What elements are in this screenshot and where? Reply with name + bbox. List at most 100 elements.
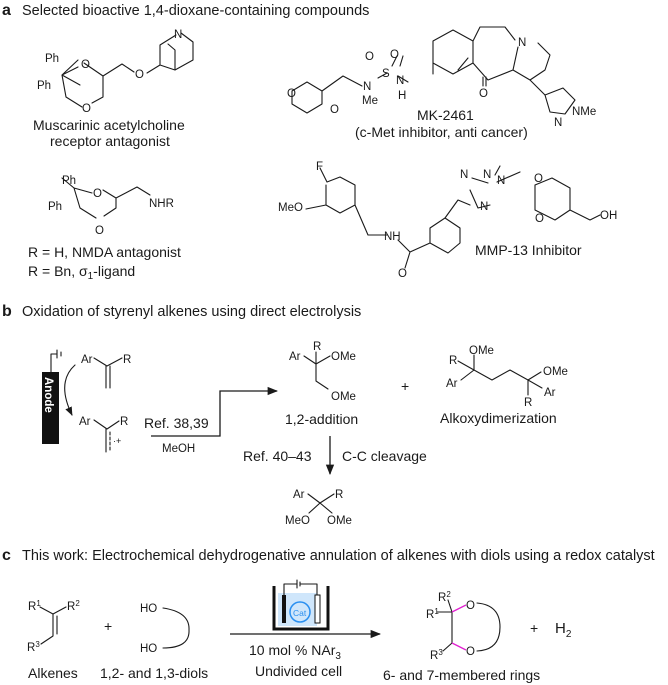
atom-label: R xyxy=(123,354,131,366)
compound-caption: R = H, NMDA antagonist xyxy=(28,244,181,260)
working-electrode xyxy=(282,595,286,623)
ring-arc xyxy=(476,602,501,652)
atom-label: N xyxy=(460,169,468,181)
radical-cation-bonds xyxy=(93,419,120,453)
alkene-reactant: R1 R2 R3 Alkenes xyxy=(27,599,80,681)
atom-label: Ph xyxy=(45,53,59,65)
panel-b-title: Oxidation of styrenyl alkenes using dire… xyxy=(22,304,361,320)
reference-label: Ref. 38,39 xyxy=(144,415,209,431)
atom-label: O xyxy=(398,268,407,280)
tricycle-bonds xyxy=(377,26,551,96)
atom-label: OMe xyxy=(469,345,494,357)
compound-caption: receptor antagonist xyxy=(50,133,170,149)
anode-label: Anode xyxy=(42,377,54,413)
step1-arrow-group: Ref. 38,39 MeOH xyxy=(144,386,279,455)
tetrazole-dioxane-bonds xyxy=(469,165,601,221)
atom-label: O xyxy=(365,51,374,63)
conditions-line1: 10 mol % NAr3 xyxy=(249,642,341,662)
panel-a-title: Selected bioactive 1,4-dioxane-containin… xyxy=(22,3,369,19)
atom-label: N xyxy=(363,81,371,93)
atom-label: R2 xyxy=(67,599,80,613)
diol-arc xyxy=(162,607,190,649)
counter-electrode xyxy=(314,594,321,624)
atom-label: R3 xyxy=(430,648,443,662)
atom-label: MeO xyxy=(278,202,303,214)
product-dioxacycle: R2 R1 R3 O O 6- and 7-membered rings xyxy=(383,590,540,683)
compound-caption: Muscarinic acetylcholine xyxy=(33,117,185,133)
dioxane-bonds xyxy=(61,59,135,108)
compound-caption: MMP-13 Inhibitor xyxy=(475,242,582,258)
atom-label: HO xyxy=(140,643,157,655)
dioxane-bonds xyxy=(291,75,363,114)
atom-label: O xyxy=(534,173,543,185)
plus-sign: + xyxy=(104,618,112,634)
plus-sign: + xyxy=(401,378,409,394)
catalyst-label: Cat xyxy=(293,608,307,618)
atom-label: Ph xyxy=(37,80,51,92)
acetal-bonds xyxy=(307,493,335,514)
atom-label: O xyxy=(287,88,296,100)
panel-a: a Selected bioactive 1,4-dioxane-contain… xyxy=(2,2,617,282)
atom-label: O xyxy=(535,213,544,225)
atom-label: O xyxy=(135,69,144,81)
atom-label: F xyxy=(316,161,323,173)
atom-label: MeO xyxy=(285,515,310,527)
reference-label: Ref. 40–43 xyxy=(243,448,312,464)
atom-label: R1 xyxy=(426,607,439,621)
panel-c-letter: c xyxy=(2,547,11,564)
atom-label: NHR xyxy=(149,198,174,210)
pyrazole-bonds xyxy=(544,87,576,115)
atom-label: Ar xyxy=(79,416,91,428)
atom-label: O xyxy=(81,59,90,71)
atom-label: O xyxy=(479,88,488,100)
atom-label: Ar xyxy=(293,489,305,501)
alkene-bonds xyxy=(93,357,123,389)
anode-block xyxy=(42,372,59,444)
plus-sign: + xyxy=(530,620,538,636)
atom-label: R3 xyxy=(27,640,40,654)
atom-label: S xyxy=(382,68,390,80)
quinuclidine-bonds xyxy=(146,32,194,74)
reaction-label: C-C cleavage xyxy=(342,448,427,464)
atom-label: OMe xyxy=(543,366,568,378)
step1-arrow xyxy=(151,386,279,437)
hydrogen-byproduct: H2 xyxy=(555,620,572,640)
step2-arrow-group: Ref. 40–43 C-C cleavage xyxy=(243,436,427,476)
electron-transfer-arrow xyxy=(64,364,76,416)
atom-label: OMe xyxy=(331,351,356,363)
atom-label: OMe xyxy=(327,515,352,527)
product-1-2-addition: Ar R OMe OMe 1,2-addition xyxy=(285,341,358,427)
atom-label: R2 xyxy=(438,590,451,604)
atom-label: R xyxy=(449,355,457,367)
compound-nmda-antagonist: Ph Ph O O NHR R = H, NMDA antagonist R =… xyxy=(28,175,181,282)
compound-muscarinic-antagonist: Ph Ph O O O N Muscarinic acetylcholine r… xyxy=(33,29,194,149)
atom-label: Ar xyxy=(544,387,556,399)
panel-b-letter: b xyxy=(2,303,12,320)
compound-caption: MK-2461 xyxy=(417,107,474,123)
product-bonds xyxy=(436,599,453,652)
product-alkoxydimerization: R Ar OMe OMe Ar R Alkoxydimerization xyxy=(440,345,568,426)
atom-label: NMe xyxy=(572,106,596,118)
cell-vessel xyxy=(272,586,330,631)
panel-c-title: This work: Electrochemical dehydrogenati… xyxy=(22,548,655,564)
atom-label: R xyxy=(313,341,321,353)
compound-caption: Alkenes xyxy=(28,665,78,681)
catalyst-cycle-icon xyxy=(289,601,311,623)
atom-label: O xyxy=(93,188,102,200)
compound-caption: R = Bn, σ1-ligand xyxy=(28,263,135,282)
atom-label: Ar xyxy=(289,351,301,363)
atom-label: Ph xyxy=(62,175,76,187)
panel-b: b Oxidation of styrenyl alkenes using di… xyxy=(2,303,568,527)
atom-label: O xyxy=(95,225,104,237)
atom-label: N xyxy=(396,75,404,87)
compound-caption: Alkoxydimerization xyxy=(440,410,557,426)
compound-mmp-13-inhibitor: F MeO NH O N N N N O O OH MMP-13 Inhibit… xyxy=(278,161,617,280)
panel-a-letter: a xyxy=(2,2,11,19)
new-co-bonds xyxy=(451,604,467,651)
cell-circuit xyxy=(283,579,318,596)
panel-c: c This work: Electrochemical dehydrogena… xyxy=(2,547,655,683)
atom-label: O xyxy=(330,104,339,116)
anode-electrode: Anode xyxy=(42,349,76,444)
atom-label: R xyxy=(120,416,128,428)
